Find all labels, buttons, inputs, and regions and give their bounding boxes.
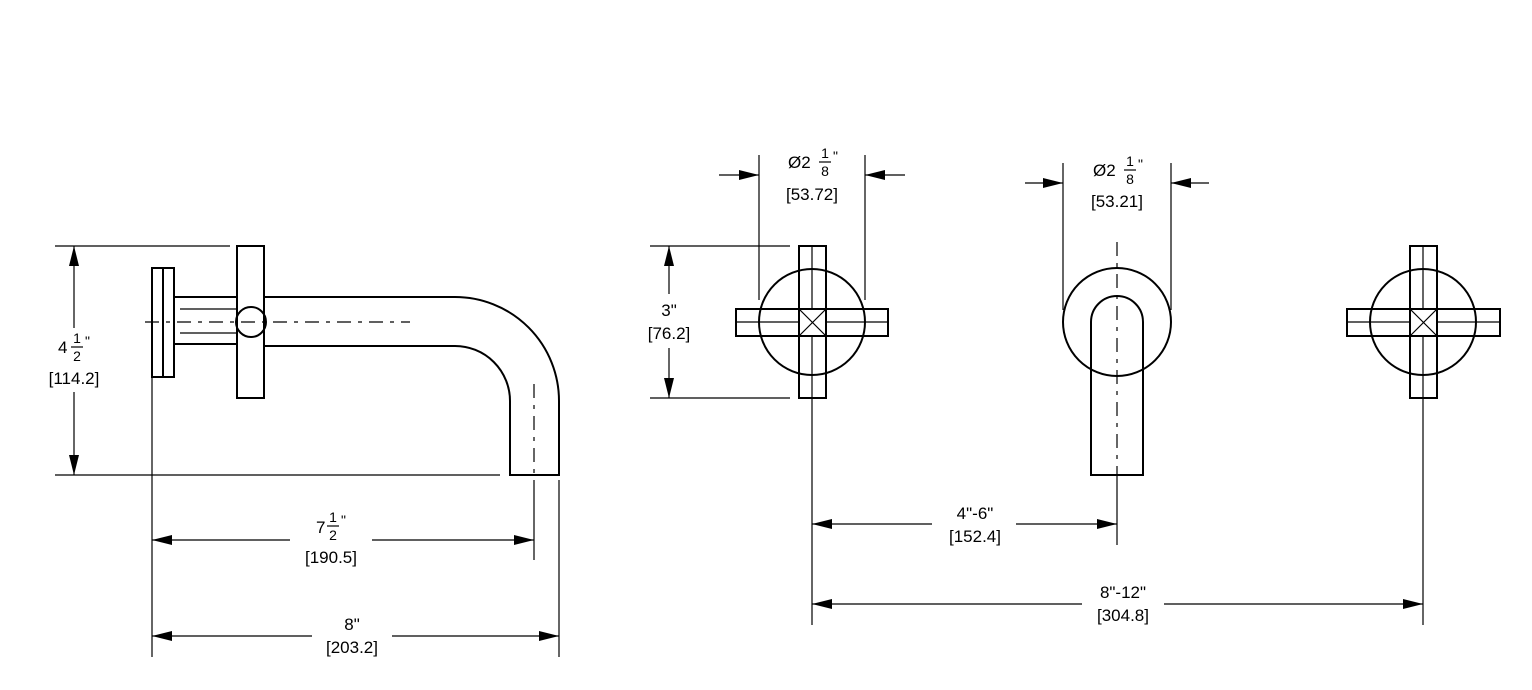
handle-diameter-unit: " [833, 148, 838, 164]
dim-handle-diameter: Ø2 1 8 " [53.72] [719, 145, 905, 300]
side-height-mm: [114.2] [49, 369, 100, 388]
spout-reach-whole: 7 [316, 518, 325, 537]
dim-handle-height: 3" [76.2] [648, 245, 790, 399]
spout-diameter-mm: [53.21] [1091, 192, 1143, 211]
front-view: Ø2 1 8 " [53.72] Ø2 1 8 " [53.21] [648, 145, 1501, 625]
overall-length-mm: [203.2] [326, 638, 378, 657]
spout-reach-num: 1 [329, 509, 337, 525]
handle-diameter-mm: [53.72] [786, 185, 838, 204]
spout-side [264, 296, 560, 476]
center-to-center-inch: 4"-6" [957, 504, 994, 523]
valve-body [173, 296, 238, 345]
side-view: 4 1 2 " [114.2] 7 1 2 " [190.5] 8" [49, 245, 560, 657]
spout-front [1062, 242, 1172, 476]
handle-diameter-den: 8 [821, 163, 829, 179]
right-cross-handle [1346, 245, 1501, 399]
side-height-num: 1 [73, 330, 81, 346]
dim-overall-length: 8" [203.2] [152, 615, 559, 657]
dim-side-height: 4 1 2 " [114.2] [49, 246, 100, 475]
handle-spread-inch: 8"-12" [1100, 583, 1146, 602]
handle-height-mm: [76.2] [648, 324, 691, 343]
side-height-whole: 4 [58, 338, 67, 357]
dim-spout-diameter: Ø2 1 8 " [53.21] [1025, 153, 1209, 310]
dim-spout-reach: 7 1 2 " [190.5] [152, 509, 534, 567]
spout-diameter-prefix: Ø2 [1093, 161, 1116, 180]
side-height-unit: " [85, 333, 90, 349]
handle-spread-mm: [304.8] [1097, 606, 1149, 625]
handle-diameter-prefix: Ø2 [788, 153, 811, 172]
dim-center-to-center: 4"-6" [152.4] [812, 504, 1117, 546]
handle-diameter-num: 1 [821, 145, 829, 161]
overall-length-inch: 8" [344, 615, 360, 634]
spout-diameter-unit: " [1138, 156, 1143, 172]
dim-handle-spread: 8"-12" [304.8] [812, 583, 1423, 625]
handle-height-inch: 3" [661, 301, 677, 320]
left-cross-handle [735, 245, 889, 399]
spout-reach-unit: " [341, 512, 346, 528]
spout-reach-mm: [190.5] [305, 548, 357, 567]
center-to-center-mm: [152.4] [949, 527, 1001, 546]
spout-diameter-den: 8 [1126, 171, 1134, 187]
side-height-den: 2 [73, 348, 81, 364]
spout-diameter-num: 1 [1126, 153, 1134, 169]
spout-reach-den: 2 [329, 527, 337, 543]
